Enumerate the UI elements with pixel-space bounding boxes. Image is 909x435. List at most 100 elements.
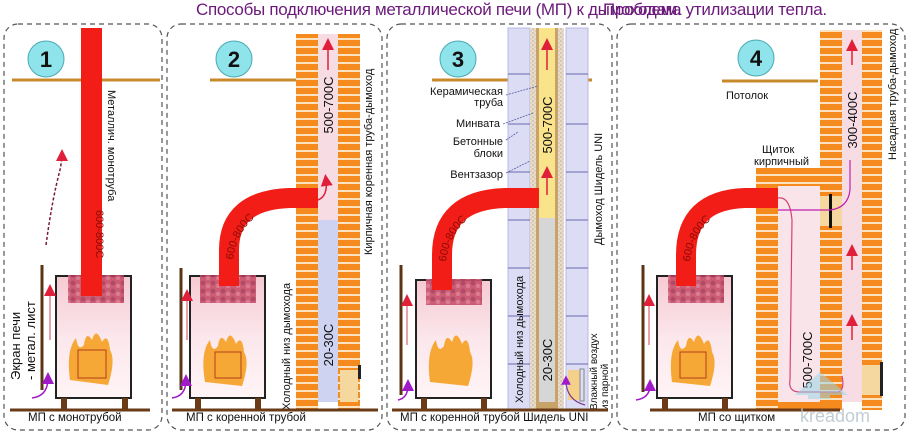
chimney-label: Насадная труба-дымоход (887, 28, 899, 160)
pipe-label: Металлич. монотруба (105, 90, 117, 202)
mineral-wool-right (558, 28, 564, 410)
screen-label: - метал. лист (23, 301, 38, 380)
damper-plate (829, 194, 832, 228)
stove-leg (122, 398, 128, 410)
panel-frames (3, 23, 906, 431)
cleanout-handle (880, 362, 883, 396)
panel-4-frame (616, 23, 906, 431)
stove (55, 275, 132, 410)
panel-3-badge (439, 40, 477, 78)
metal-mono-pipe (81, 28, 102, 296)
panel-3-caption: МП с коренной трубой Шидель UNI (400, 412, 588, 424)
panel-2-frame (166, 23, 383, 431)
stove-leg (662, 398, 668, 410)
legend-leader-lines (502, 85, 539, 174)
flow-arrow (317, 174, 333, 201)
shield-base (778, 402, 842, 410)
hot-zone-temperature: 500-700С (540, 96, 555, 153)
house-icon-body (808, 385, 830, 399)
cold-zone-temperature: 20-30С (540, 339, 555, 382)
watermark-logo (795, 372, 848, 399)
screen-label: Экран печи (8, 312, 23, 380)
legend-ceramic-pipe: Керамическая (430, 86, 503, 98)
cold-flue (318, 220, 338, 402)
panel-3-frame (386, 23, 613, 431)
bent-connector-pipe (432, 188, 539, 285)
panel-4: 4 Потолок 300-400С Насадная труба-дымохо… (635, 28, 899, 426)
stove-leg (421, 398, 427, 410)
panel-4-caption: МП со щитком (698, 412, 775, 424)
shield-air-gap (778, 186, 820, 402)
fire-icon (68, 333, 113, 385)
cold-bottom-label: Холодный низ дымохода (281, 282, 293, 410)
chimney-label: Кирпичная коренная труба-дымоход (363, 68, 375, 255)
hot-gas-path (778, 160, 851, 211)
stove-leg (61, 398, 67, 410)
legend-concrete-blocks: Бетонные (453, 136, 503, 148)
pipe-collar (219, 272, 239, 286)
block-joints (508, 73, 588, 365)
panel-1-frame (3, 23, 163, 431)
panel-1-number: 1 (40, 47, 52, 72)
cold-bottom-label: Холодный низ дымохода (514, 275, 526, 403)
shield-temperature: 500-700С (800, 331, 815, 388)
legend-mineral-wool: Минвата (456, 118, 501, 130)
shield-label: Щиток (762, 144, 794, 156)
shield-label: кирпичный (754, 156, 809, 168)
brick-wall-right (338, 34, 360, 410)
stove-leg (481, 398, 487, 410)
rising-heat-arrow (45, 149, 68, 246)
diagram-subtitle: Проблема утилизации тепла. (603, 0, 827, 20)
pipe-collar (432, 276, 452, 290)
cold-zone-temperature: 20-30С (321, 324, 336, 367)
panel-3: 3 500-700С 20-30С Холодный низ дымохода … (392, 27, 611, 424)
fire-icon (428, 335, 473, 386)
panel-3-number: 3 (452, 47, 464, 72)
bent-connector-pipe (676, 188, 778, 285)
cold-air-arrow (397, 379, 414, 401)
diagram-title: Способы подключения металлической печи (… (196, 0, 682, 20)
hot-gas-path (777, 197, 844, 393)
chimney-label: Дымоход Шидель UNI (593, 133, 605, 245)
pipe-collar (676, 272, 696, 286)
stove-leg (195, 398, 201, 410)
hot-flue (842, 30, 862, 402)
panel-4-number: 4 (750, 46, 763, 71)
mineral-wool-left (530, 28, 536, 410)
firebox-door (214, 351, 242, 379)
fire-icon (670, 335, 715, 386)
panel-2: 2 500-700С 20-30С Холодный низ дымохода … (171, 34, 378, 424)
cold-air-arrow (635, 379, 656, 401)
firebox-door (77, 349, 107, 379)
panel-1: 1 600-800С Металлич. монотруба Экран печ… (8, 28, 160, 424)
brick-wall-right (862, 30, 882, 410)
brick-wall-left (296, 34, 318, 410)
cleanout-door (862, 365, 880, 395)
panel-1-badge (27, 40, 65, 78)
title-heat-utilization: Проблема утилизации тепла. (603, 0, 827, 19)
watermark-text: kreadom (800, 406, 870, 426)
panel-2-badge (215, 40, 253, 78)
legend-ceramic-pipe: труба (474, 97, 504, 109)
legend-concrete-blocks: блоки (474, 148, 503, 160)
vent-grille (579, 368, 585, 402)
panel-4-badge (737, 39, 775, 77)
brick-shield-top (778, 168, 820, 186)
cold-flue (539, 218, 555, 402)
panel-2-caption: МП с коренной трубой (186, 412, 306, 424)
cleanout-handle (358, 365, 361, 379)
title-connection-methods: Способы подключения металлической печи (… (196, 0, 682, 19)
hot-flue (318, 34, 338, 220)
brick-shield-wall (756, 168, 778, 410)
humid-air-label: из парной (600, 364, 611, 410)
humid-air-arrow (561, 375, 586, 406)
panel-2-number: 2 (228, 47, 240, 72)
chimney-layer-legend: Керамическая труба Минвата Бетонные блок… (430, 86, 504, 181)
vent-inlet (568, 370, 580, 400)
fire-icon (203, 335, 247, 386)
humid-air-label: Влажный воздух (589, 333, 600, 410)
panel-1-caption: МП с монотрубой (28, 412, 122, 424)
cold-air-arrow (171, 374, 192, 399)
pipe-temperature: 600-800С (93, 210, 105, 258)
